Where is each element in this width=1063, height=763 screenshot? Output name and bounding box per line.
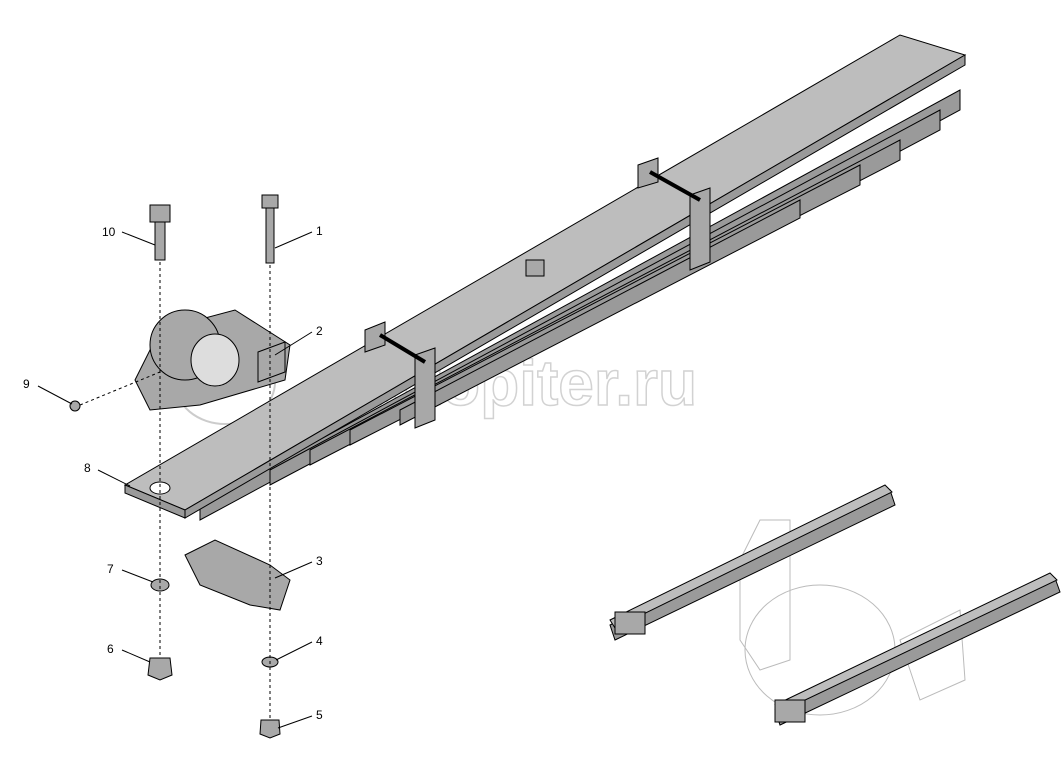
leaf-spring — [123, 34, 967, 521]
washer-7 — [150, 578, 170, 592]
bolt-1 — [261, 194, 279, 264]
callout-1: 1 — [316, 224, 323, 238]
spring-bracket — [134, 309, 291, 411]
assembly-inset — [609, 484, 1061, 726]
nut-6 — [147, 657, 173, 681]
bolt-10 — [149, 204, 171, 261]
callout-9: 9 — [23, 377, 30, 391]
callout-8: 8 — [84, 461, 91, 475]
leader-lines — [37, 231, 313, 729]
callout-10: 10 — [102, 225, 116, 239]
callout-7: 7 — [107, 562, 114, 576]
callout-2: 2 — [316, 324, 323, 338]
callout-3: 3 — [316, 554, 323, 568]
callout-5: 5 — [316, 708, 323, 722]
grease-fitting-9 — [69, 400, 81, 412]
callout-6: 6 — [107, 642, 114, 656]
nut-5 — [259, 719, 281, 739]
callout-4: 4 — [316, 634, 323, 648]
clamp-pad — [184, 539, 291, 611]
